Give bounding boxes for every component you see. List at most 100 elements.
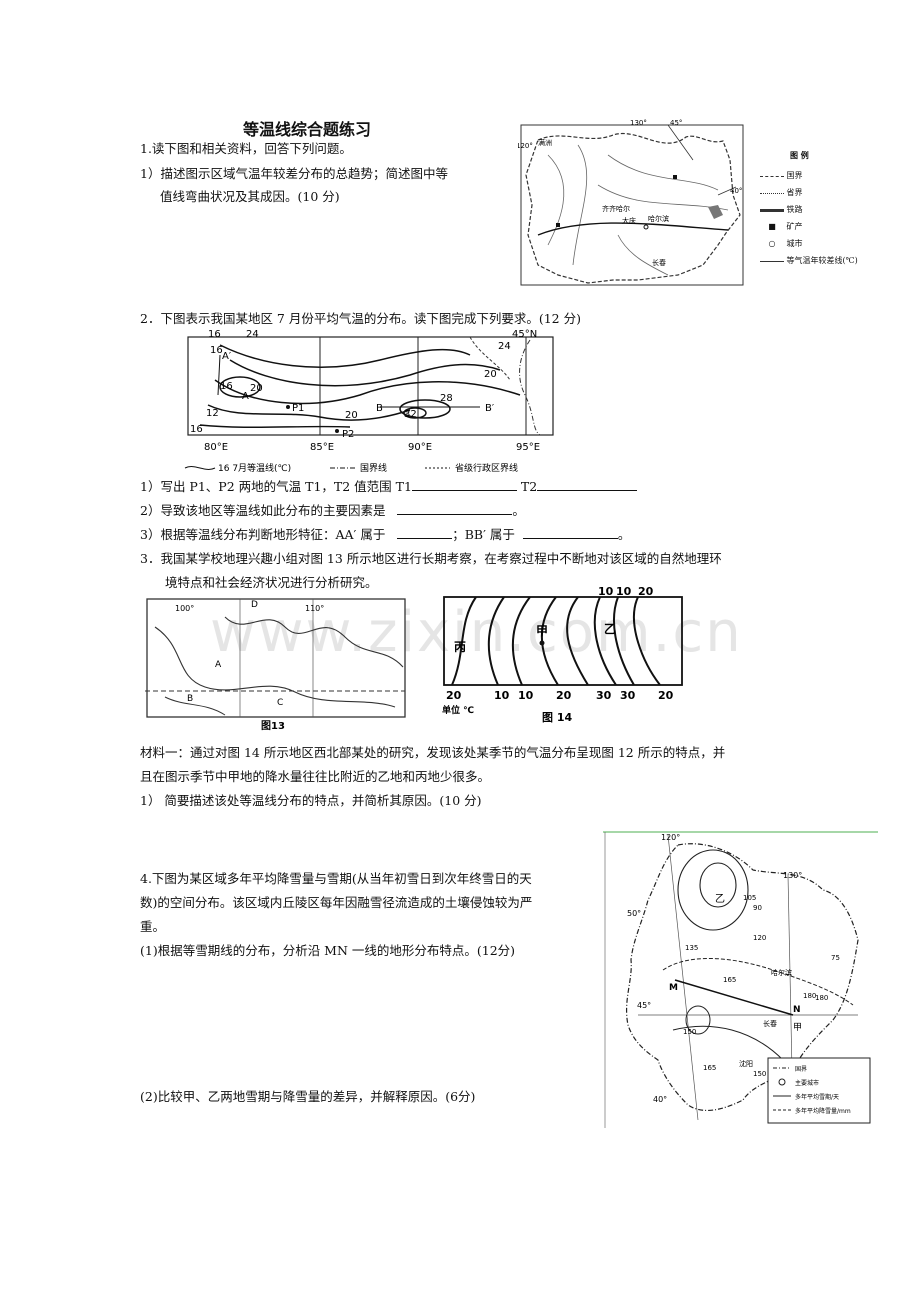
q3-intro: 3．我国某学校地理兴趣小组对图 13 所示地区进行长期考察，在考察过程中不断地对… — [140, 551, 722, 566]
q4-legend-item: 多年平均雪期/天 — [795, 1093, 839, 1101]
q4-map-label: 150 — [753, 1070, 766, 1078]
q2-july-isotherm-map: 16 24 45°N 16 A 20 16 P1 20 B 28 B′ 32 1… — [184, 329, 554, 474]
fig13-label: A — [215, 660, 222, 670]
fig14-bottom-tick: 30 — [620, 689, 636, 702]
q1-intro: 1.读下图和相关资料，回答下列问题。 — [140, 141, 352, 156]
q2-map-label: 20 — [484, 369, 497, 380]
q2-x-tick: 80°E — [204, 442, 228, 453]
fig14-bottom-tick: 20 — [658, 689, 674, 702]
q1-map-label: 40° — [730, 187, 742, 195]
q1-legend-item: 省界 — [760, 187, 870, 198]
q4-map-label: 沈阳 — [739, 1059, 753, 1068]
q4-map-label: 120 — [753, 934, 766, 942]
q2-x-tick: 95°E — [516, 442, 540, 453]
fig14-bottom-tick: 10 — [518, 689, 534, 702]
fig13-label: D — [251, 600, 258, 610]
q2-map-label: P1 — [292, 403, 304, 414]
q2-item3: 3）根据等温线分布判断地形特征：AA′ 属于 ；BB′ 属于 。 — [140, 526, 631, 542]
q2-item2: 2）导致该地区等温线如此分布的主要因素是 。 — [140, 502, 525, 518]
q4-intro-cont: 数)的空间分布。该区域内丘陵区每年因融雪径流造成的土壤侵蚀较为严 — [140, 895, 533, 910]
q2-x-tick: 90°E — [408, 442, 432, 453]
q4-intro: 4.下图为某区域多年平均降雪量与雪期(从当年初雪日到次年终雪日的天 — [140, 871, 532, 886]
q2-map-label: 28 — [440, 393, 453, 404]
answer-blank-factor[interactable] — [397, 502, 513, 515]
q2-map-label: 16 — [190, 424, 203, 435]
q2-map-label: 20 — [345, 410, 358, 421]
q4-legend-item: 主要城市 — [795, 1079, 819, 1087]
answer-blank-bb[interactable] — [522, 526, 618, 539]
fig13-label: 100° — [175, 604, 194, 613]
q1-legend: 图 例 国界 省界 铁路 ■ 矿产 ○ 城市 等气温年较差线(℃) — [760, 150, 870, 266]
fig14-bottom-tick: 10 — [494, 689, 510, 702]
q4-map-label: 150 — [683, 1028, 696, 1036]
q1-legend-item: ■ 矿产 — [768, 222, 803, 231]
fig14-bottom-tick: 20 — [446, 689, 462, 702]
fig14-caption: 图 14 — [542, 711, 572, 724]
q2-map-label: 16 — [208, 329, 221, 340]
q4-map-label: 180 — [815, 994, 828, 1002]
fig14-isotherm-map: 10 10 20 20 10 10 20 30 30 20 丙 甲 乙 单位 ℃… — [442, 585, 683, 724]
q4-map-label: 165 — [723, 976, 736, 984]
q4-map-label: 120° — [661, 833, 680, 842]
q4-legend-item: 国界 — [795, 1066, 807, 1073]
q4-map-label: 乙 — [715, 893, 725, 905]
q2-map-label: P2 — [342, 429, 354, 440]
q1-map-label: 45° — [670, 119, 682, 127]
q1-map-label: 大庆 — [622, 216, 636, 225]
q4-legend-item: 多年平均降雪量/mm — [795, 1107, 851, 1115]
answer-blank-t2[interactable] — [537, 478, 638, 491]
q4-map-label: 180 — [803, 992, 816, 1000]
answer-blank-t1[interactable] — [411, 478, 517, 491]
q2-legend-item: 16 7月等温线(℃) — [218, 462, 291, 474]
q2-x-tick: 85°E — [310, 442, 334, 453]
fig13-map: 100° D 110° A B C 图13 — [145, 598, 406, 732]
q4-map-label: 75 — [831, 954, 840, 962]
fig13-caption: 图13 — [261, 720, 285, 732]
q3-material-cont: 且在图示季节中甲地的降水量往往比附近的乙地和丙地少很多。 — [140, 769, 491, 784]
q4-map-label: 45° — [637, 1001, 651, 1010]
fig14-label: 乙 — [604, 622, 616, 636]
q2-item1: 1）写出 P1、P2 两地的气温 T1，T2 值范围 T1 T2 — [140, 478, 638, 495]
fig14-bottom-tick: 30 — [596, 689, 612, 702]
q1-map-label: 满洲 — [538, 138, 552, 147]
fig14-label: 甲 — [536, 624, 548, 638]
q3-intro-cont: 境特点和社会经济状况进行分析研究。 — [165, 575, 378, 590]
q4-map-label: 135 — [685, 944, 698, 952]
q2-map-label: 16 — [210, 345, 223, 356]
fig14-bottom-tick: 20 — [556, 689, 572, 702]
q1-legend-item: 铁路 — [760, 204, 870, 215]
q4-map-label: 甲 — [793, 1022, 802, 1033]
fig14-top-tick: 20 — [638, 585, 654, 598]
q1-item1: 1）描述图示区域气温年较差分布的总趋势；简述图中等 — [140, 166, 448, 181]
q2-legend-item: 省级行政区界线 — [455, 462, 518, 474]
q4-map-label: 105 — [743, 894, 756, 902]
q1-legend-title: 图 例 — [790, 151, 809, 160]
q4-map-label: 90 — [753, 904, 762, 912]
q1-map-label: 哈尔滨 — [648, 214, 669, 223]
fig14-label: 丙 — [454, 640, 466, 654]
q3-item1: 1） 简要描述该处等温线分布的特点，并简析其原因。(10 分) — [140, 793, 482, 808]
q2-map-label: 16 — [220, 381, 233, 392]
q4-map-label: 长春 — [763, 1019, 777, 1028]
q1-map-label: 120° — [518, 142, 533, 150]
q4-map-label: 40° — [653, 1095, 667, 1104]
q3-material: 材料一：通过对图 14 所示地区西北部某处的研究，发现该处某季节的气温分布呈现图… — [140, 745, 726, 760]
q2-map-label: 45°N — [512, 329, 537, 340]
q1-map-label: 长春 — [652, 258, 666, 267]
watermark: www.zixin.com.cn — [210, 600, 743, 665]
q1-item1-cont: 值线弯曲状况及其成因。(10 分) — [160, 189, 340, 204]
q2-map-label: 32 — [404, 409, 417, 420]
fig13-label: 110° — [305, 604, 324, 613]
q2-map-label: 24 — [498, 341, 511, 352]
fig13-label: C — [277, 698, 283, 708]
q4-map-label: N — [793, 1005, 801, 1015]
q2-map-label: B′ — [485, 403, 495, 414]
q4-map-label: M — [669, 983, 678, 993]
answer-blank-aa[interactable] — [397, 526, 453, 539]
fig14-unit: 单位 ℃ — [442, 704, 474, 716]
q2-map-label: 12 — [206, 408, 219, 419]
q1-map-label: 齐齐哈尔 — [602, 204, 630, 213]
q2-intro: 2．下图表示我国某地区 7 月份平均气温的分布。读下图完成下列要求。(12 分) — [140, 311, 581, 326]
q1-map-label: 130° — [630, 119, 647, 127]
q2-map-label: 20 — [250, 383, 263, 394]
